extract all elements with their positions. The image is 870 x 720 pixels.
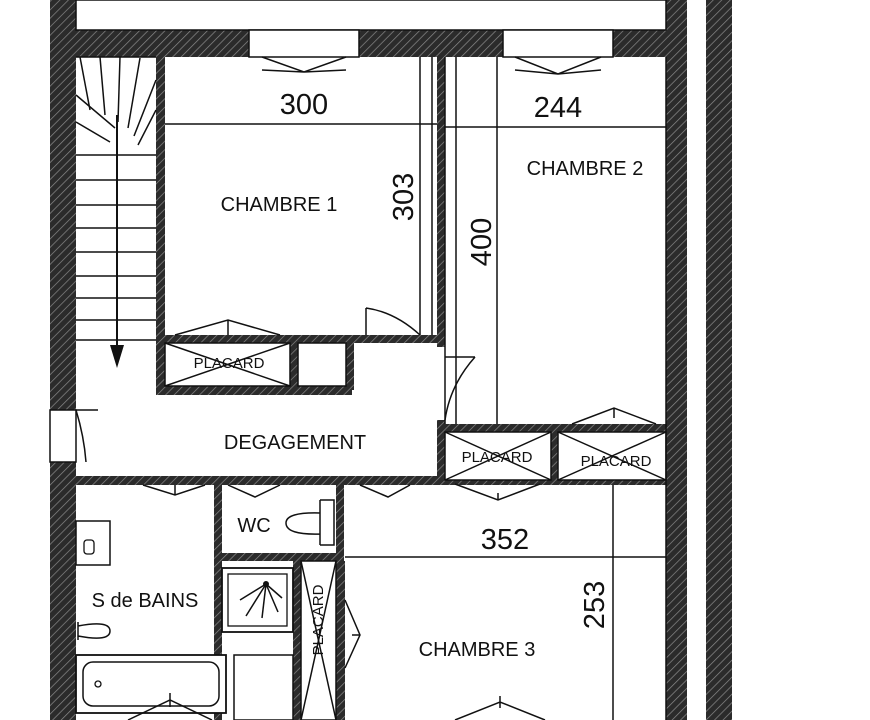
c1-door-swing [365, 307, 421, 336]
c2-width-dim: 244 [534, 92, 582, 124]
wc-room: WC [227, 484, 335, 546]
placard1-bottom-wall [156, 386, 352, 395]
left-door-swing [75, 409, 98, 463]
toilet-icon-wc [285, 499, 335, 546]
placard-2a-label: PLACARD [462, 449, 533, 466]
c1-window-swing [261, 56, 347, 73]
placard-3-label: PLACARD [310, 584, 327, 655]
sdb-label: S de BAINS [92, 590, 199, 612]
c2-depth-dim: 400 [466, 218, 498, 266]
placard1-divider [290, 340, 298, 390]
sdb-door-swing [142, 484, 206, 496]
upper-room-outline [75, 0, 667, 31]
toilet-icon-sdb [77, 622, 111, 640]
c3-window-swing [454, 696, 546, 720]
c1-width-dim: 300 [280, 89, 328, 121]
sink-icon [75, 520, 111, 566]
deg-right-wall [437, 420, 445, 480]
chambre-3: 352 253 CHAMBRE 3 [345, 484, 666, 720]
chambre-1: 300 303 CHAMBRE 1 [165, 56, 437, 336]
c1-left-wall [156, 57, 165, 395]
wc-door-swing [227, 484, 281, 498]
far-right-wall [706, 0, 732, 720]
right-wall [666, 0, 687, 720]
placard-3: PLACARD [300, 560, 361, 720]
c2-label: CHAMBRE 2 [527, 158, 644, 180]
degagement-label: DEGAGEMENT [224, 432, 366, 454]
c1-label: CHAMBRE 1 [221, 194, 338, 216]
window-top-left [248, 29, 360, 58]
c1-depth-dim: 303 [388, 173, 420, 221]
c1-c2-wall [437, 57, 445, 347]
wc-bottom-wall [214, 553, 344, 561]
window-top-right [502, 29, 614, 58]
placard-2a: PLACARD [444, 431, 552, 501]
placard-2b: PLACARD [557, 407, 667, 481]
c2-door-swing [444, 356, 476, 421]
wc-right-wall [336, 485, 344, 561]
placard2-divider [551, 428, 558, 483]
placard-1: PLACARD [164, 319, 291, 387]
c3-width-dim: 352 [481, 524, 529, 556]
left-wall-lower [50, 462, 76, 720]
placard-1-label: PLACARD [194, 355, 265, 372]
closet-right-wall [346, 340, 354, 390]
stair-arrow-head [110, 345, 124, 368]
c3-label: CHAMBRE 3 [419, 639, 536, 661]
c3-door-swing [359, 484, 411, 498]
c2-window-swing [514, 56, 602, 75]
c1-bottom-wall [165, 335, 437, 343]
mid-horizontal-wall [76, 476, 666, 485]
shower-right-wall [293, 561, 301, 720]
interior-walls [76, 57, 666, 720]
window-left [49, 409, 77, 463]
small-closet [297, 342, 347, 387]
placard-2b-label: PLACARD [581, 453, 652, 470]
shower-icon [221, 567, 294, 633]
placard3-right-wall [336, 561, 345, 720]
c3-depth-dim: 253 [579, 581, 611, 629]
top-left-stub [50, 0, 76, 30]
wc-label: WC [237, 515, 270, 537]
staircase [75, 56, 157, 368]
salle-de-bains: S de BAINS [75, 484, 227, 720]
sdb-wc-wall [214, 485, 222, 720]
chambre-2: 244 400 CHAMBRE 2 [444, 56, 666, 424]
bathtub-icon [75, 654, 227, 714]
sdb-cabinet [233, 654, 294, 720]
left-wall-upper [50, 30, 76, 410]
